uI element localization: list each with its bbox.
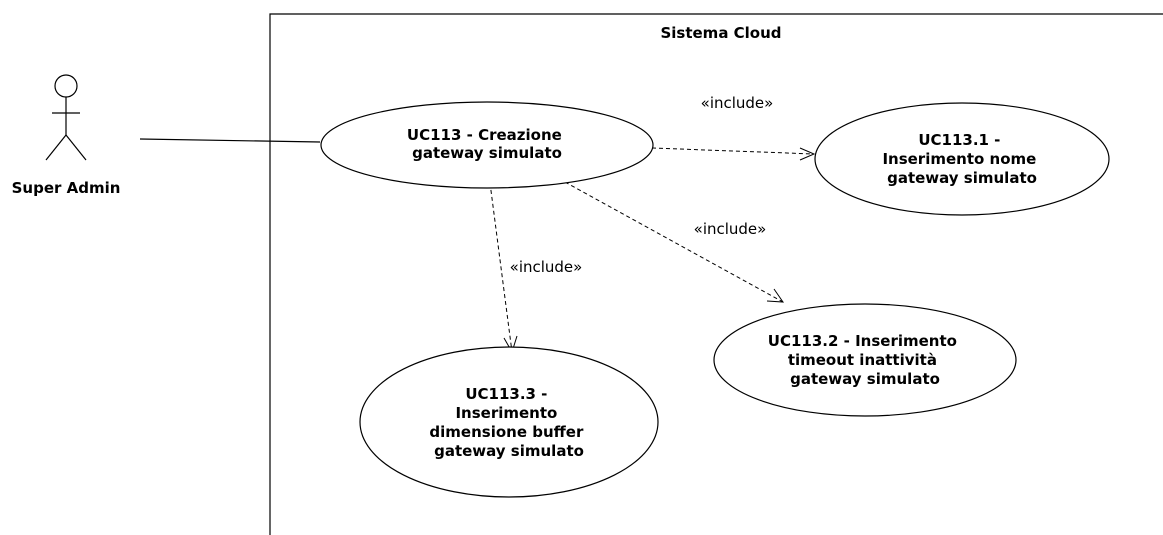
actor-name: Super Admin (12, 179, 121, 197)
uc113-2-line-1: UC113.2 - Inserimento (768, 332, 957, 350)
use-case-uc113-3: UC113.3 - Inserimento dimensione buffer … (359, 346, 659, 498)
uc113-2-line-3: gateway simulato (790, 370, 940, 388)
uc113-1-line-1: UC113.1 - (918, 131, 1000, 149)
include-relation-uc1: «include» (651, 94, 816, 161)
actor-super-admin: Super Admin (12, 74, 121, 197)
include-relation-uc2: «include» (564, 181, 784, 303)
use-case-uc113-1: UC113.1 - Inserimento nome gateway simul… (814, 102, 1110, 216)
uc113-1-line-2: Inserimento nome (882, 150, 1036, 168)
uc113-3-line-1: UC113.3 - (465, 385, 547, 403)
uc113-3-line-4: gateway simulato (434, 442, 584, 460)
svg-text:UC113.2 - Inserimento ti: UC113.2 - Inserimento timeout inattività… (768, 332, 962, 388)
include-label-2: «include» (694, 220, 767, 238)
uc113-3-line-3: dimensione buffer (429, 423, 584, 441)
stick-figure-icon (45, 74, 87, 161)
use-case-uc113-2: UC113.2 - Inserimento timeout inattività… (713, 303, 1017, 417)
uc113-line-1: UC113 - Creazione (407, 126, 562, 144)
uc113-2-line-2: timeout inattività (788, 351, 937, 369)
include-label-3: «include» (510, 258, 583, 276)
include-label-1: «include» (701, 94, 774, 112)
uc113-1-line-3: gateway simulato (887, 169, 1037, 187)
use-case-uc113: UC113 - Creazione gateway simulato (320, 101, 654, 189)
include-relation-uc3: «include» (489, 182, 583, 354)
system-boundary: Sistema Cloud (269, 13, 1163, 535)
svg-text:UC113.1 - Inserimento no: UC113.1 - Inserimento nome gateway simul… (882, 131, 1041, 187)
system-title: Sistema Cloud (660, 24, 781, 42)
svg-text:UC113.3 - Inserimento: UC113.3 - Inserimento dimensione buffer … (429, 385, 588, 460)
svg-text:UC113 - Creazione gatewa: UC113 - Creazione gateway simulato (407, 126, 567, 162)
association-line (139, 138, 321, 143)
uc113-3-line-2: Inserimento (455, 404, 557, 422)
uc113-line-2: gateway simulato (412, 144, 562, 162)
